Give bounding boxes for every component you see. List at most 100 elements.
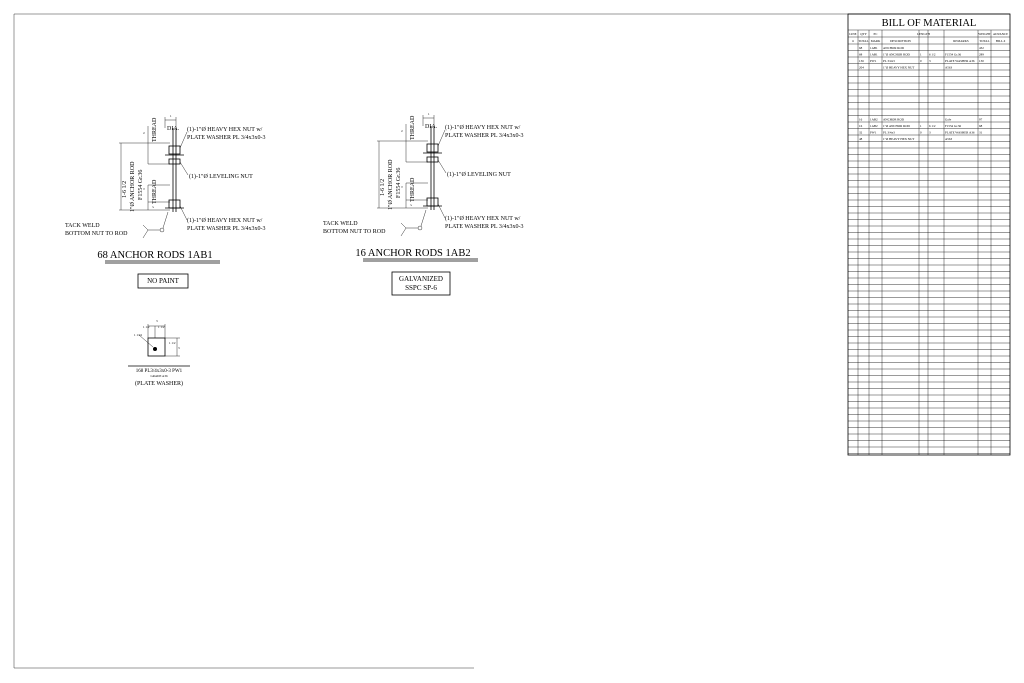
label-leveling: (1)-1"Ø LEVELING NUT bbox=[447, 171, 511, 178]
washer-hole-dim: 1 1/16 bbox=[134, 333, 142, 337]
label-overall: 1-6 1/2 bbox=[380, 179, 386, 196]
bom-cell: 6 1/2 bbox=[929, 124, 936, 128]
label-thread: THREAD bbox=[410, 115, 416, 140]
washer-dim-left: 1 1/2 bbox=[143, 325, 150, 329]
bom-cell: 1AB1 bbox=[870, 52, 878, 56]
bom-cell: 16 bbox=[859, 117, 863, 121]
bom-cell: PW1 bbox=[870, 59, 877, 63]
label-dia: DIA. bbox=[167, 126, 180, 132]
nut bbox=[168, 158, 181, 165]
bom-header: DESCRIPTION bbox=[890, 39, 911, 43]
finish-note: SSPC SP-6 bbox=[405, 284, 437, 292]
label-tack-2: BOTTOM NUT TO ROD bbox=[323, 229, 386, 235]
bom-header: TOTAL bbox=[858, 39, 868, 43]
washer-hole bbox=[153, 347, 157, 351]
finish-box bbox=[137, 273, 189, 289]
label-thread: THREAD bbox=[410, 177, 416, 202]
label-top-thread-dim: 6 bbox=[142, 132, 146, 134]
washer-grade: GRADE A36 bbox=[150, 374, 167, 378]
bom-cell: ANCHOR ROD bbox=[883, 117, 905, 121]
bom-cell: 0 bbox=[920, 130, 922, 134]
bom-cell: 6 1/2 bbox=[929, 52, 936, 56]
label-embed-dim: 2 bbox=[409, 204, 413, 206]
bom-header: MARK bbox=[871, 39, 881, 43]
label-tack-2: BOTTOM NUT TO ROD bbox=[65, 231, 128, 237]
bom-cell: 48 bbox=[859, 137, 863, 141]
bom-cell: 0 bbox=[920, 59, 922, 63]
bom-cell: 68 bbox=[859, 52, 863, 56]
bom-cell: PW1 bbox=[870, 130, 877, 134]
bom-cell: 130 bbox=[979, 59, 984, 63]
bom-cell: 1"Ø HEAVY HEX NUT bbox=[883, 65, 914, 69]
nut bbox=[426, 143, 439, 153]
bom-cell: 32 bbox=[859, 130, 863, 134]
bom-cell: 68 bbox=[979, 124, 983, 128]
label-thread: THREAD bbox=[152, 179, 158, 204]
bom-cell: 1AB1 bbox=[870, 46, 878, 50]
washer-label: 168 PL3/4x3x0-3 PW1 bbox=[136, 369, 183, 374]
label-bottom-nut-2: PLATE WASHER PL 3/4x3x0-3 bbox=[187, 226, 266, 232]
bom-cell: 1 bbox=[920, 124, 922, 128]
bom-header: BILL # bbox=[996, 39, 1006, 43]
label-overall: 1-6 1/2 bbox=[122, 181, 128, 198]
finish-note: NO PAINT bbox=[147, 277, 180, 285]
bom-cell: 204 bbox=[859, 65, 864, 69]
label-top-nut-1: (1)-1"Ø HEAVY HEX NUT w/ bbox=[445, 124, 521, 131]
finish-box bbox=[391, 271, 451, 296]
washer-dim-side: 3 bbox=[178, 346, 180, 350]
detail-title: 16 ANCHOR RODS 1AB2 bbox=[355, 248, 470, 259]
bom-header: # bbox=[852, 39, 854, 43]
detail-title: 68 ANCHOR RODS 1AB1 bbox=[97, 250, 212, 261]
label-bottom-nut-2: PLATE WASHER PL 3/4x3x0-3 bbox=[445, 224, 524, 230]
bom-cell: PLATE WASHER A36 bbox=[945, 130, 975, 134]
bom-header: LENGTH bbox=[917, 32, 930, 36]
bom-cell: 1AB2 bbox=[870, 117, 878, 121]
label-bottom-thread-dim: 3 bbox=[400, 186, 404, 188]
bom-cell: F1554 Gr.36 bbox=[945, 52, 962, 56]
label-dia-dim: 1 bbox=[428, 112, 430, 116]
label-rod: 1"Ø ANCHOR ROD bbox=[388, 159, 394, 210]
bom-cell: 136 bbox=[859, 59, 864, 63]
label-dia: DIA. bbox=[425, 124, 438, 130]
label-tack-1: TACK WELD bbox=[323, 221, 358, 227]
nut bbox=[168, 145, 181, 155]
bom-cell: 97 bbox=[979, 117, 983, 121]
label-top-nut-1: (1)-1"Ø HEAVY HEX NUT w/ bbox=[187, 126, 263, 133]
bom-title: BILL OF MATERIAL bbox=[882, 18, 977, 29]
washer-plate bbox=[147, 337, 166, 357]
label-tack-1: TACK WELD bbox=[65, 223, 100, 229]
bom-cell: A563 bbox=[945, 65, 952, 69]
bom-cell: 1AB2 bbox=[870, 124, 878, 128]
bom-cell: A563 bbox=[945, 137, 952, 141]
bom-cell: 1"Ø HEAVY HEX NUT bbox=[883, 137, 914, 141]
bom-cell: 432 bbox=[979, 46, 984, 50]
label-bottom-nut-1: (1)-1"Ø HEAVY HEX NUT w/ bbox=[187, 217, 263, 224]
bom-cell: ANCHOR ROD bbox=[883, 46, 905, 50]
nut bbox=[426, 156, 439, 163]
finish-note: GALVANIZED bbox=[399, 275, 443, 283]
weld-symbol bbox=[159, 227, 165, 233]
washer-dim-top: 3 bbox=[156, 319, 158, 323]
washer-dim-side2: 1 1/2 bbox=[169, 341, 176, 345]
label-bottom-nut-1: (1)-1"Ø HEAVY HEX NUT w/ bbox=[445, 215, 521, 222]
bom-header: PC bbox=[874, 32, 878, 36]
sheet-border bbox=[13, 13, 1010, 669]
label-top-thread-dim: 6 bbox=[400, 130, 404, 132]
label-top-nut-2: PLATE WASHER PL 3/4x3x0-3 bbox=[187, 135, 266, 141]
label-leveling: (1)-1"Ø LEVELING NUT bbox=[189, 173, 253, 180]
bom-header: LINE bbox=[849, 32, 856, 36]
bom-cell: 289 bbox=[979, 52, 984, 56]
bom-header: WEIGHT bbox=[978, 32, 991, 36]
bom-header: REMARKS bbox=[953, 39, 969, 43]
bom-cell: F1554 Gr.36 bbox=[945, 124, 962, 128]
bom-header: TOTAL bbox=[979, 39, 989, 43]
bom-cell: 31 bbox=[979, 130, 983, 134]
weld-symbol bbox=[417, 225, 423, 231]
label-spec: F1554 Gr.36 bbox=[138, 170, 144, 200]
label-rod: 1"Ø ANCHOR ROD bbox=[130, 161, 136, 212]
label-spec: F1554 Gr.36 bbox=[396, 168, 402, 198]
washer-name: (PLATE WASHER) bbox=[135, 380, 183, 387]
